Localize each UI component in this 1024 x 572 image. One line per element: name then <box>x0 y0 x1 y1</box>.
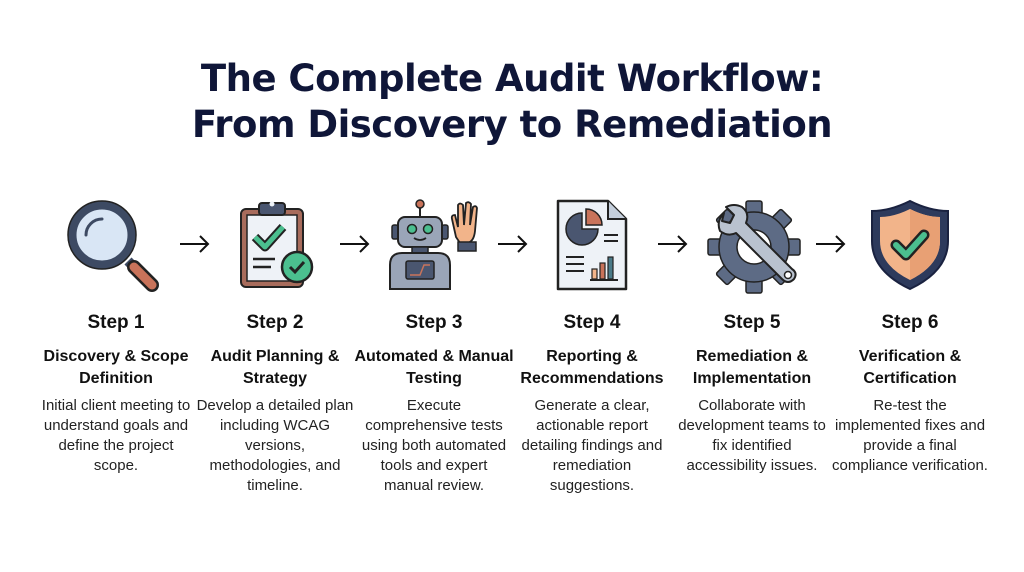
step-5-card: Step 5 Remediation & Implementation Coll… <box>672 310 832 476</box>
step-heading: Audit Planning & Strategy <box>210 348 340 387</box>
step-heading: Remediation & Implementation <box>692 348 812 387</box>
step-3-card: Step 3 Automated & Manual Testing Execut… <box>354 310 514 496</box>
step-heading: Verification & Certification <box>858 348 962 387</box>
title-line-1: The Complete Audit Workflow: <box>200 57 824 100</box>
step-4-card: Step 4 Reporting & Recommendations Gener… <box>512 310 672 496</box>
shield-check-icon <box>871 199 949 291</box>
step-heading: Automated & Manual Testing <box>354 348 514 387</box>
step-description: Generate a clear, actionable report deta… <box>521 397 663 494</box>
step-description: Initial client meeting to understand goa… <box>41 397 191 474</box>
step-number: Step 1 <box>87 312 145 333</box>
magnifying-glass-icon <box>67 200 159 292</box>
title-line-2: From Discovery to Remediation <box>191 103 833 146</box>
step-number: Step 4 <box>563 312 621 333</box>
arrow-right-icon <box>816 235 846 253</box>
arrow-right-icon <box>658 235 688 253</box>
page-title: The Complete Audit Workflow: From Discov… <box>0 56 1024 148</box>
step-number: Step 5 <box>723 312 781 333</box>
step-2-card: Step 2 Audit Planning & Strategy Develop… <box>195 310 355 496</box>
step-description: Develop a detailed plan including WCAG v… <box>196 397 354 494</box>
robot-and-hand-icon <box>389 199 478 290</box>
step-6-card: Step 6 Verification & Certification Re-t… <box>830 310 990 476</box>
step-number: Step 6 <box>881 312 939 333</box>
step-description: Re-test the implemented fixes and provid… <box>832 397 988 474</box>
report-document-icon <box>556 199 628 291</box>
arrow-right-icon <box>180 235 210 253</box>
step-description: Execute comprehensive tests using both a… <box>361 397 507 494</box>
step-heading: Reporting & Recommendations <box>520 348 664 387</box>
arrow-right-icon <box>498 235 528 253</box>
clipboard-check-icon <box>240 201 314 288</box>
gear-wrench-icon <box>707 200 801 294</box>
step-number: Step 2 <box>246 312 304 333</box>
step-description: Collaborate with development teams to fi… <box>678 397 826 474</box>
step-1-card: Step 1 Discovery & Scope Definition Init… <box>36 310 196 476</box>
step-number: Step 3 <box>405 312 463 333</box>
step-heading: Discovery & Scope Definition <box>43 348 189 387</box>
arrow-right-icon <box>340 235 370 253</box>
